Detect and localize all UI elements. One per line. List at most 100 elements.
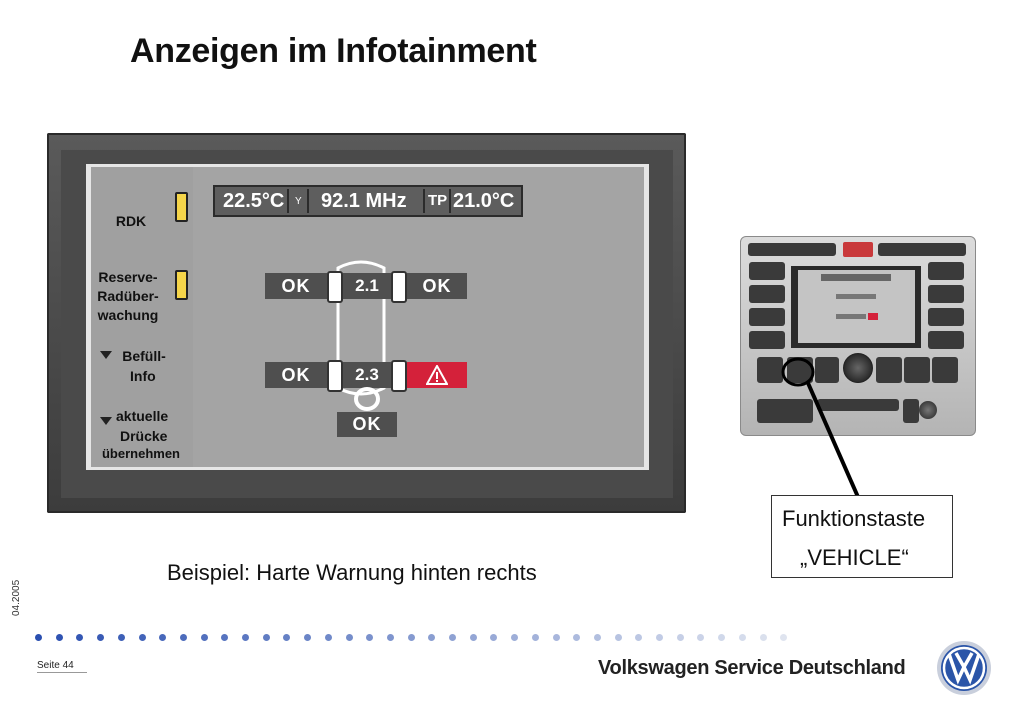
console-button bbox=[815, 357, 839, 383]
console-button bbox=[928, 262, 964, 280]
softkey-reserve-indicator[interactable] bbox=[175, 270, 188, 300]
console-button bbox=[749, 262, 785, 280]
tyre-front-left-status: OK bbox=[265, 273, 327, 299]
outside-temp-left: 22.5°C bbox=[223, 190, 285, 212]
console-button bbox=[903, 399, 919, 423]
spare-tyre-status: OK bbox=[337, 412, 397, 437]
volume-knob bbox=[919, 401, 937, 419]
divider bbox=[423, 189, 425, 213]
tyre-front-right-icon bbox=[391, 271, 407, 303]
tyre-front-left-icon bbox=[327, 271, 343, 303]
softkey-aktuell-label-2: Drücke bbox=[120, 428, 168, 444]
climate-left-strip bbox=[748, 243, 836, 256]
softkey-reserve[interactable]: Reserve- Radüber- wachung bbox=[92, 268, 164, 325]
outside-temp-right: 21.0°C bbox=[453, 190, 515, 212]
console-screen-content bbox=[798, 270, 915, 343]
console-button bbox=[749, 285, 785, 303]
callout-line-2: „VEHICLE“ bbox=[800, 545, 909, 570]
softkey-reserve-label-1: Reserve- bbox=[98, 269, 158, 285]
decorative-dot bbox=[138, 634, 146, 641]
decorative-dot bbox=[345, 634, 353, 641]
hazard-button bbox=[843, 242, 873, 257]
softkey-befuell-label-1: Befüll- bbox=[122, 348, 166, 364]
decorative-dot bbox=[676, 634, 684, 641]
decorative-dot bbox=[76, 634, 84, 641]
softkey-rdk[interactable]: RDK bbox=[115, 213, 147, 229]
decorative-dot bbox=[97, 634, 105, 641]
decorative-dot bbox=[490, 634, 498, 641]
decorative-dot bbox=[531, 634, 539, 641]
divider bbox=[287, 189, 289, 213]
brand-name: Volkswagen Service Deutschland bbox=[598, 657, 906, 679]
decorative-dot bbox=[407, 634, 415, 641]
console-warning bbox=[868, 313, 878, 320]
decorative-dot bbox=[511, 634, 519, 641]
decorative-dot bbox=[738, 634, 746, 641]
decorative-dot bbox=[718, 634, 726, 641]
decorative-dot bbox=[635, 634, 643, 641]
decorative-dot bbox=[552, 634, 560, 641]
callout-line-1: Funktionstaste bbox=[782, 506, 926, 531]
decorative-dot bbox=[697, 634, 705, 641]
decorative-dot bbox=[221, 634, 229, 641]
decorative-dot bbox=[179, 634, 187, 641]
decorative-dot bbox=[386, 634, 394, 641]
decorative-dot bbox=[614, 634, 622, 641]
console-button bbox=[876, 357, 902, 383]
softkey-befuell[interactable]: Befüll- Info bbox=[112, 346, 176, 386]
antenna-icon: Y bbox=[295, 196, 302, 207]
decorative-dot bbox=[200, 634, 208, 641]
decorative-dot bbox=[262, 634, 270, 641]
tyre-rear-left-icon bbox=[327, 360, 343, 392]
date-label: 04.2005 bbox=[11, 579, 22, 616]
divider bbox=[307, 189, 309, 213]
decorative-dot bbox=[35, 634, 42, 641]
console-button bbox=[749, 308, 785, 326]
warning-triangle-icon bbox=[425, 363, 449, 385]
decorative-dot bbox=[366, 634, 374, 641]
page-title: Anzeigen im Infotainment bbox=[130, 32, 537, 70]
preset-buttons bbox=[817, 399, 899, 411]
decorative-dot bbox=[242, 634, 249, 641]
softkey-rdk-indicator[interactable] bbox=[175, 192, 188, 222]
divider bbox=[449, 189, 451, 213]
decorative-dot bbox=[449, 634, 456, 641]
decorative-dot bbox=[159, 634, 167, 641]
softkey-aktuell-label-1: aktuelle bbox=[116, 408, 169, 424]
decorative-dot bbox=[656, 634, 663, 641]
climate-right-strip bbox=[878, 243, 966, 256]
decorative-dot bbox=[759, 634, 767, 641]
radio-frequency: 92.1 MHz bbox=[321, 190, 407, 212]
decorative-dot bbox=[283, 634, 291, 641]
decorative-dot bbox=[304, 634, 312, 641]
tyre-front-right-status: OK bbox=[407, 273, 467, 299]
rotary-knob bbox=[843, 353, 873, 383]
decorative-dot bbox=[593, 634, 601, 641]
console-button bbox=[928, 285, 964, 303]
tp-indicator: TP bbox=[428, 192, 448, 209]
softkey-reserve-label-3: wachung bbox=[97, 307, 159, 323]
console-tyre-row bbox=[836, 294, 876, 299]
softkey-reserve-label-2: Radüber- bbox=[97, 288, 159, 304]
console-button bbox=[904, 357, 930, 383]
console-button bbox=[749, 331, 785, 349]
console-button bbox=[928, 331, 964, 349]
spare-wheel-icon bbox=[354, 387, 380, 411]
console-tyre-row bbox=[836, 314, 866, 319]
callout-box bbox=[771, 495, 953, 578]
softkey-aktuell-label-3: übernehmen bbox=[101, 446, 180, 461]
status-bar: 22.5°C Y 92.1 MHz TP 21.0°C bbox=[213, 185, 523, 217]
console-button bbox=[757, 357, 783, 383]
footer-underline bbox=[37, 672, 87, 673]
front-pressure: 2.1 bbox=[343, 273, 391, 299]
decorative-dots bbox=[35, 634, 795, 644]
vw-logo-icon bbox=[937, 641, 991, 695]
softkey-aktuell[interactable]: aktuelle Drücke übernehmen bbox=[94, 406, 188, 462]
console-button bbox=[932, 357, 958, 383]
page-number: Seite 44 bbox=[37, 660, 74, 671]
chevron-down-icon bbox=[100, 417, 112, 425]
tyre-rear-right-warning bbox=[407, 362, 467, 388]
decorative-dot bbox=[117, 634, 125, 641]
car-outline-icon bbox=[336, 260, 386, 396]
console-button bbox=[928, 308, 964, 326]
